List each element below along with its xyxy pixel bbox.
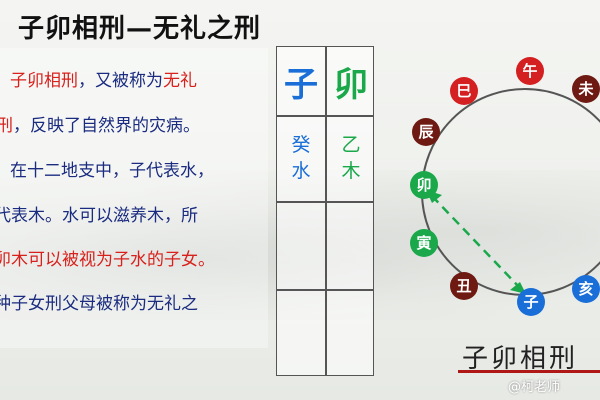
text-segment: ，反映了自然界的灾病。 [13, 116, 200, 136]
table-divider [325, 47, 327, 375]
body-line-4: 代表木。水可以滋养木，所 [0, 201, 198, 226]
branch-node: 子 [517, 288, 545, 316]
table-divider [277, 289, 373, 291]
text-segment: 种子女刑父母被称为无礼之 [0, 294, 198, 314]
watermark: @柯老师 [508, 380, 561, 395]
text-segment: 代表木。水可以滋养木，所 [0, 206, 198, 226]
caption-underline [458, 370, 600, 373]
text-segment: 卯木可以被视为子水的子女。 [0, 250, 215, 270]
table-cell-shui: 水 [291, 160, 311, 182]
punishment-arrow-line [431, 195, 521, 289]
body-line-3: 在十二地支中，子代表水， [10, 156, 214, 181]
branch-node: 午 [516, 57, 544, 85]
text-segment: 子卯相刑 [10, 71, 78, 91]
table-cell-yi: 乙 [341, 134, 361, 156]
text-panel: 子卯相刑，又被称为无礼 刑，反映了自然界的灾病。 在十二地支中，子代表水， 代表… [0, 48, 268, 348]
body-line-5: 卯木可以被视为子水的子女。 [0, 245, 215, 270]
branch-node: 亥 [572, 275, 600, 303]
text-segment: 在十二地支中，子代表水， [10, 161, 214, 181]
branch-node: 卯 [410, 171, 438, 199]
branch-node: 丑 [450, 272, 478, 300]
body-line-6: 种子女刑父母被称为无礼之 [0, 289, 198, 314]
page-title: 子卯相刑—无礼之刑 [18, 14, 262, 44]
table-divider [277, 115, 373, 117]
table-head-zi: 子 [284, 65, 318, 105]
table-head-mao: 卯 [334, 65, 368, 105]
body-line-2: 刑，反映了自然界的灾病。 [0, 111, 200, 136]
branch-node: 寅 [410, 229, 438, 257]
diagram-caption: 子卯相刑 [462, 344, 579, 374]
body-line-1: 子卯相刑，又被称为无礼 [10, 66, 197, 91]
text-segment: 无礼 [163, 71, 197, 91]
table-cell-mu: 木 [341, 160, 361, 182]
branch-node: 辰 [412, 118, 440, 146]
text-segment: ，又被称为 [78, 71, 163, 91]
table-cell-gui: 癸 [291, 134, 311, 156]
branch-wheel-circle [421, 88, 600, 296]
branch-node: 未 [572, 75, 600, 103]
text-segment: 刑 [0, 116, 13, 136]
table-divider [277, 201, 373, 203]
branch-node: 巳 [450, 77, 478, 105]
stem-branch-table: 子 卯 癸 水 乙 木 [276, 46, 374, 376]
